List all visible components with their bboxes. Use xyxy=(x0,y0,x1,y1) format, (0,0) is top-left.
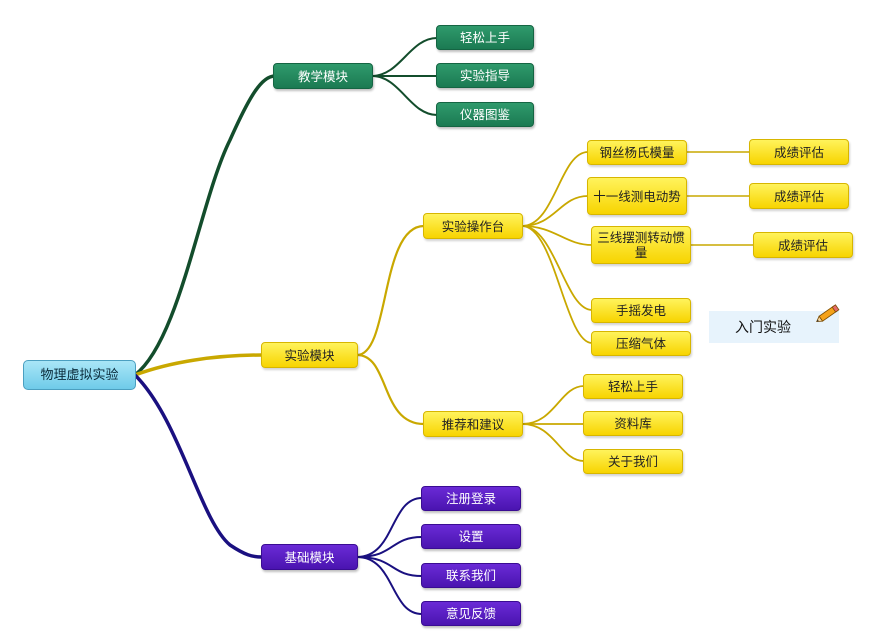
connector-workbench-3 xyxy=(521,225,593,246)
workbench-item-hand-generator[interactable]: 手摇发电 xyxy=(591,298,691,323)
connector-root-basic xyxy=(133,373,263,559)
eval-button-emf[interactable]: 成绩评估 xyxy=(749,183,849,209)
branch-basic-module[interactable]: 基础模块 xyxy=(261,544,358,570)
basic-item-feedback[interactable]: 意见反馈 xyxy=(421,601,521,626)
branch-experiment-module[interactable]: 实验模块 xyxy=(261,342,358,368)
connector-root-experiment xyxy=(134,353,263,377)
workbench-item-compressed-gas[interactable]: 压缩气体 xyxy=(591,331,691,356)
connector-teaching-3 xyxy=(371,75,438,116)
basic-item-register-login[interactable]: 注册登录 xyxy=(421,486,521,511)
pencil-icon[interactable] xyxy=(815,302,843,324)
workbench-item-moment-of-inertia[interactable]: 三线摆测转动惯量 xyxy=(591,226,691,264)
connector-basic-4 xyxy=(356,556,423,615)
connector-workbench-4 xyxy=(521,225,593,311)
branch-teaching-module[interactable]: 教学模块 xyxy=(273,63,373,89)
teaching-item-instruments[interactable]: 仪器图鉴 xyxy=(436,102,534,127)
intro-experiment-note[interactable]: 入门实验 xyxy=(709,311,839,343)
connector-root-teaching xyxy=(133,74,276,377)
connector-basic-3 xyxy=(356,556,423,577)
basic-item-contact-us[interactable]: 联系我们 xyxy=(421,563,521,588)
experiment-workbench[interactable]: 实验操作台 xyxy=(423,213,523,239)
connector-teaching-1 xyxy=(371,37,438,77)
connector-experiment-recommend xyxy=(356,353,425,426)
connector-workbench-5 xyxy=(521,225,593,344)
eval-button-moment-of-inertia[interactable]: 成绩评估 xyxy=(753,232,853,258)
recommend-item-about-us[interactable]: 关于我们 xyxy=(583,449,683,474)
connector-recommend-1 xyxy=(521,385,585,425)
connector-basic-1 xyxy=(356,497,423,558)
recommend-item-library[interactable]: 资料库 xyxy=(583,411,683,436)
experiment-recommendations[interactable]: 推荐和建议 xyxy=(423,411,523,437)
connector-workbench-1 xyxy=(521,151,589,227)
eval-button-youngs-modulus[interactable]: 成绩评估 xyxy=(749,139,849,165)
workbench-item-emf[interactable]: 十一线测电动势 xyxy=(587,177,687,215)
connector-basic-2 xyxy=(356,536,423,558)
connector-experiment-workbench xyxy=(356,224,425,357)
recommend-item-quick-start[interactable]: 轻松上手 xyxy=(583,374,683,399)
connector-workbench-2 xyxy=(521,195,589,227)
note-text: 入门实验 xyxy=(735,320,791,336)
workbench-item-youngs-modulus[interactable]: 钢丝杨氏模量 xyxy=(587,140,687,165)
connector-recommend-3 xyxy=(521,423,585,462)
teaching-item-quick-start[interactable]: 轻松上手 xyxy=(436,25,534,50)
teaching-item-guide[interactable]: 实验指导 xyxy=(436,63,534,88)
root-node[interactable]: 物理虚拟实验 xyxy=(23,360,136,390)
basic-item-settings[interactable]: 设置 xyxy=(421,524,521,549)
